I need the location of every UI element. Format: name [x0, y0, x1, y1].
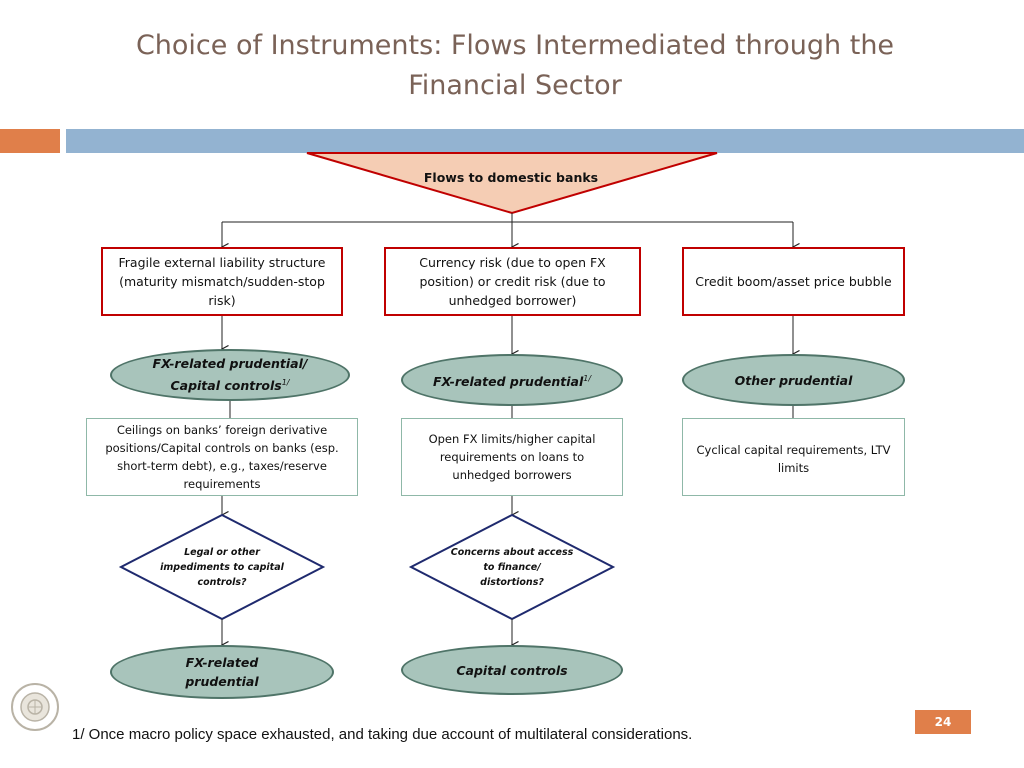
- flows-triangle: [306, 152, 718, 215]
- outcome-label: Capital controls: [456, 662, 568, 678]
- flows-to-banks-label: Flows to domestic banks: [423, 170, 599, 185]
- accent-bar-blue: [66, 129, 1024, 153]
- risk-box-liability: Fragile external liability structure (ma…: [101, 247, 343, 316]
- detail-box-ceilings: Ceilings on banks’ foreign derivative po…: [86, 418, 358, 496]
- accent-bar-orange: [0, 129, 60, 153]
- tool-other-prudential: Other prudential: [682, 354, 905, 406]
- footnote-marker: 1/: [583, 373, 592, 383]
- tool-label: Other prudential: [734, 372, 853, 388]
- tool-label: FX-related prudential/ Capital controls: [152, 356, 308, 394]
- outcome-capital-controls: Capital controls: [401, 645, 623, 695]
- page-number-badge: 24: [915, 710, 971, 734]
- risk-box-currency: Currency risk (due to open FX position) …: [384, 247, 641, 316]
- decision-text-access: Concerns about access to finance/ distor…: [450, 546, 574, 588]
- slide-title: Choice of Instruments: Flows Intermediat…: [135, 30, 895, 101]
- tool-fx-prudential: FX-related prudential1/: [401, 354, 623, 406]
- detail-box-open-fx-limits: Open FX limits/higher capital requiremen…: [401, 418, 623, 496]
- outcome-fx-prudential: FX-related prudential: [110, 645, 334, 699]
- detail-box-cyclical: Cyclical capital requirements, LTV limit…: [682, 418, 905, 496]
- imf-seal-logo: [11, 683, 59, 731]
- decision-text-legal: Legal or other impediments to capital co…: [160, 546, 284, 588]
- tool-fx-prudential-capital-controls: FX-related prudential/ Capital controls1…: [110, 349, 350, 401]
- footnote-marker: 1/: [281, 378, 290, 388]
- footnote-text: 1/ Once macro policy space exhausted, an…: [72, 726, 693, 743]
- tool-label: FX-related prudential: [432, 374, 584, 390]
- outcome-label: FX-related prudential: [185, 655, 259, 689]
- risk-box-credit-boom: Credit boom/asset price bubble: [682, 247, 905, 316]
